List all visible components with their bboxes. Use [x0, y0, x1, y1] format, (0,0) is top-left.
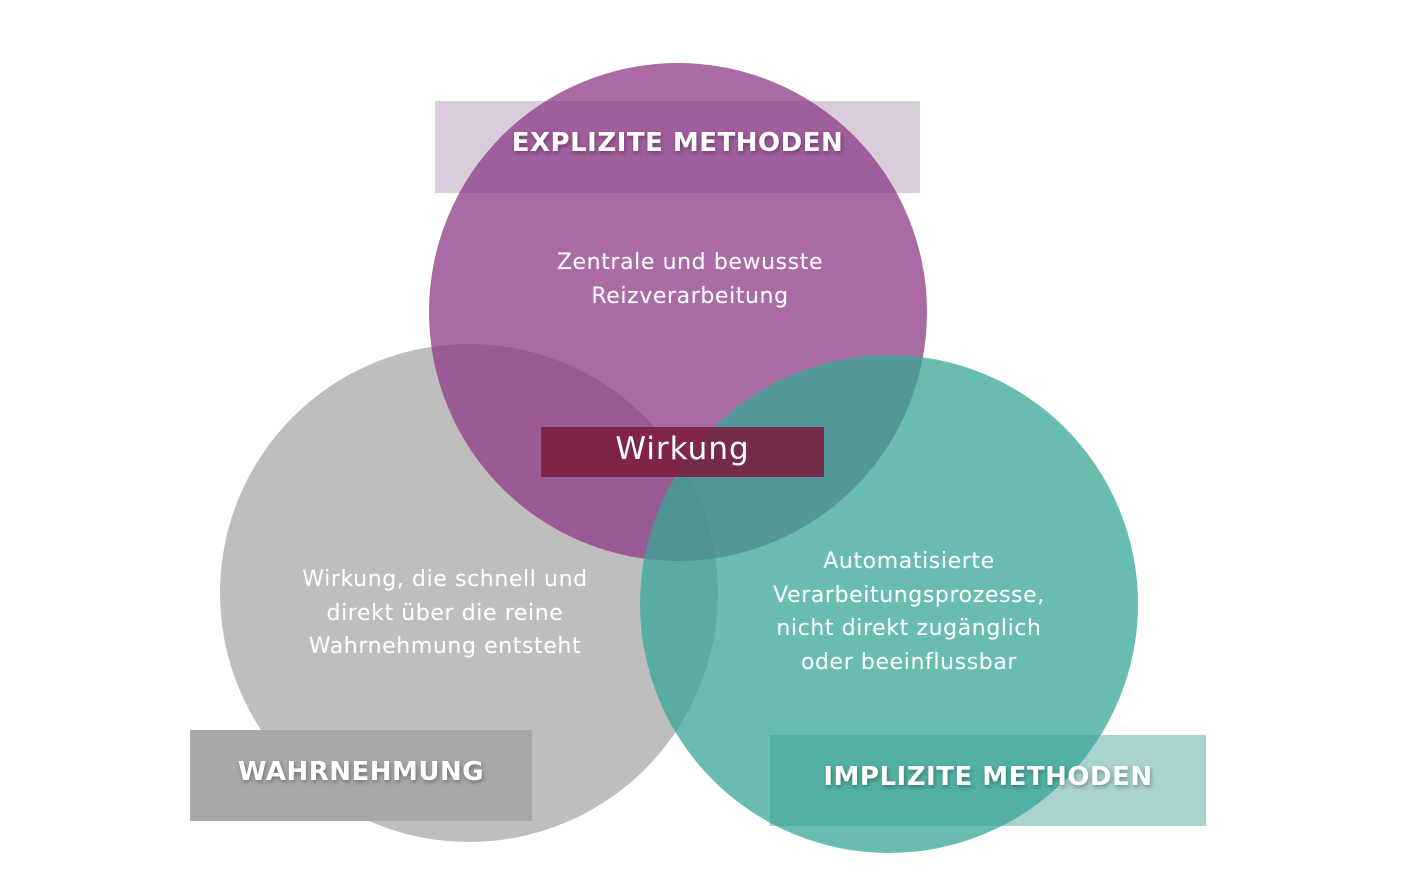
implicit-description-line: Verarbeitungsprozesse, [773, 582, 1045, 608]
explicit-description-line: Reizverarbeitung [591, 283, 789, 309]
perception-description-line: Wirkung, die schnell und [302, 567, 588, 592]
explicit-description: Zentrale und bewusste Reizverarbeitung [500, 246, 880, 313]
implicit-title: IMPLIZITE METHODEN [823, 762, 1153, 792]
implicit-description-line: Automatisierte [823, 549, 995, 574]
implicit-description-line: nicht direkt zugänglich [776, 616, 1042, 641]
explicit-description-line: Zentrale und bewusste [556, 250, 824, 275]
perception-title: WAHRNEHMUNG [237, 757, 485, 787]
perception-description-line: Wahrnehmung entsteht [308, 634, 582, 659]
center-box [541, 427, 824, 477]
implicit-circle [640, 355, 1138, 853]
explicit-title: EXPLIZITE METHODEN [511, 128, 844, 158]
implicit-description-line: oder beeinflussbar [800, 649, 1018, 675]
implicit-description: Automatisierte Verarbeitungsprozesse, ni… [729, 545, 1089, 679]
perception-description: Wirkung, die schnell und direkt über die… [255, 563, 635, 664]
center-label: Wirkung [615, 431, 750, 467]
perception-description-line: direkt über die reine [326, 600, 564, 626]
